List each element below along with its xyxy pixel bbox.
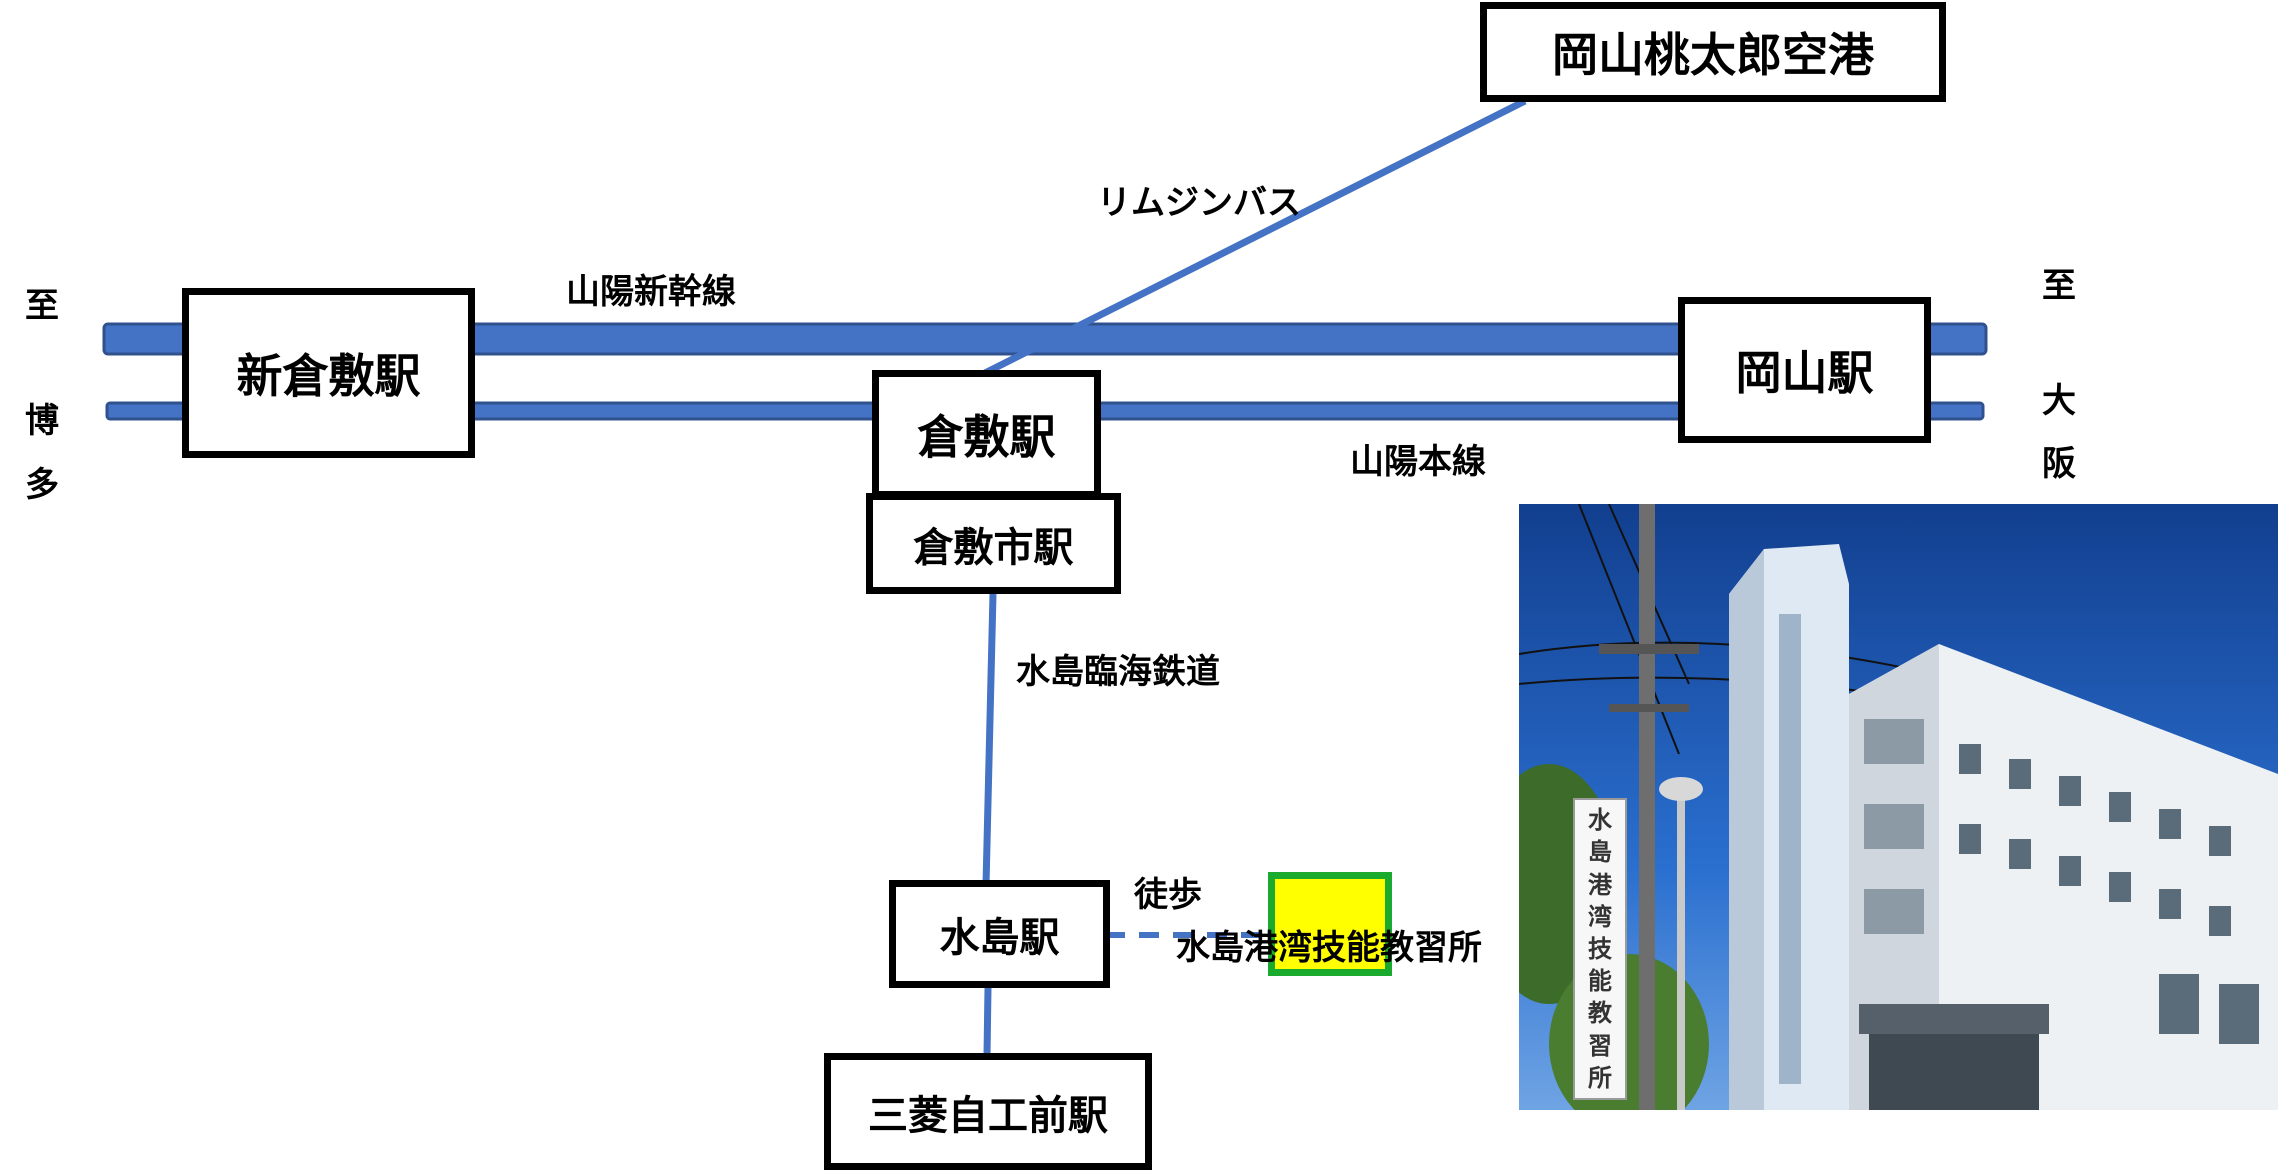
okayama-airport-label: 岡山桃太郎空港: [1552, 28, 1874, 82]
kurashiki-station-label: 倉敷駅: [917, 410, 1056, 464]
kurashikishi-station-box: 倉敷市駅: [866, 493, 1121, 594]
mitsubishi-station-box: 三菱自工前駅: [824, 1053, 1152, 1170]
shinkansen-label: 山陽新幹線: [566, 272, 736, 312]
kurashikishi-station-label: 倉敷市駅: [913, 524, 1074, 571]
walk-label: 徒歩: [1134, 875, 1202, 915]
mitsubishi-station-label: 三菱自工前駅: [868, 1092, 1108, 1139]
limousine-bus-label: リムジンバス: [1097, 183, 1301, 223]
sign-char-6: 能: [1588, 967, 1612, 996]
kurashiki-station-box: 倉敷駅: [872, 370, 1101, 498]
mizushima-station-label: 水島駅: [939, 915, 1060, 961]
destination-marker: [1268, 872, 1392, 976]
west-direction-to: 至: [25, 286, 59, 326]
main-line-label: 山陽本線: [1350, 442, 1486, 482]
east-direction-city-2: 阪: [2042, 444, 2076, 484]
training-school-photo-drawing: [1519, 504, 2278, 1110]
sign-char-3: 港: [1588, 870, 1612, 899]
okayama-station-box: 岡山駅: [1678, 297, 1931, 443]
east-direction-city-1: 大: [2042, 381, 2076, 421]
shin-kurashiki-station-box: 新倉敷駅: [182, 288, 475, 458]
sign-char-7: 教: [1588, 999, 1612, 1028]
limousine-bus-route: [983, 97, 1527, 377]
destination-label: 水島港湾技能教習所: [1176, 928, 1482, 968]
sign-char-9: 所: [1588, 1063, 1612, 1092]
west-direction-city-1: 博: [25, 401, 59, 441]
sign-char-1: 水: [1588, 806, 1612, 835]
shin-kurashiki-station-label: 新倉敷駅: [236, 349, 421, 403]
mizushima-station-box: 水島駅: [889, 880, 1110, 988]
mizushima-railway-south: [983, 987, 992, 1056]
mizushima-railway-route: [982, 593, 997, 886]
training-school-photo: 水 島 港 湾 技 能 教 習 所: [1519, 504, 2278, 1110]
west-direction-city-2: 多: [25, 465, 59, 505]
mizushima-railway-label: 水島臨海鉄道: [1016, 652, 1220, 692]
sign-char-2: 島: [1588, 838, 1612, 867]
sign-char-4: 湾: [1588, 902, 1612, 931]
okayama-station-label: 岡山駅: [1735, 346, 1874, 400]
okayama-airport-box: 岡山桃太郎空港: [1480, 2, 1946, 102]
school-signboard: 水 島 港 湾 技 能 教 習 所: [1574, 804, 1626, 1094]
east-direction-to: 至: [2042, 266, 2076, 306]
sign-char-5: 技: [1588, 934, 1612, 963]
sign-char-8: 習: [1588, 1031, 1612, 1060]
